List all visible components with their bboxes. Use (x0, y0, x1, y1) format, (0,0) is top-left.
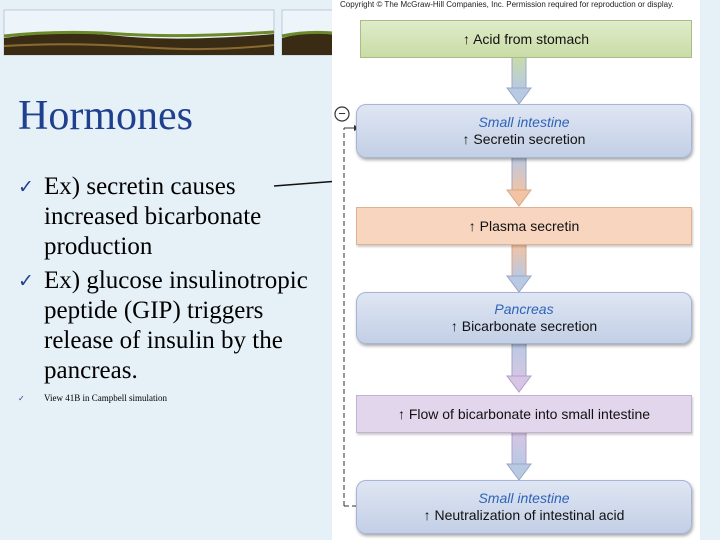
bullet-list: ✓ Ex) secretin causes increased bicarbon… (18, 172, 328, 408)
box-plasma-secretin: ↑ Plasma secretin (356, 207, 692, 245)
flow-arrows: − (334, 55, 532, 507)
box-label: ↑ Flow of bicarbonate into small intesti… (397, 405, 651, 422)
arrow-acid-to-intestine (506, 55, 532, 105)
box-label: ↑ Plasma secretin (468, 217, 580, 234)
copyright-notice: Copyright © The McGraw-Hill Companies, I… (340, 0, 674, 9)
arrow-flow-to-neutralization (506, 431, 532, 481)
bullet-text: View 41B in Campbell simulation (44, 393, 167, 403)
box-label: ↑ Bicarbonate secretion (450, 318, 598, 334)
organ-label: Small intestine (478, 490, 570, 506)
bullet-secretin: ✓ Ex) secretin causes increased bicarbon… (18, 172, 328, 262)
bullet-text: Ex) glucose insulinotropic peptide (GIP)… (44, 267, 308, 384)
bullet-gip: ✓ Ex) glucose insulinotropic peptide (GI… (18, 266, 328, 386)
banner-panel-left (3, 9, 275, 56)
inhibition-symbol: − (338, 106, 346, 121)
bullet-simulation-note: ✓ View 41B in Campbell simulation (18, 392, 328, 404)
arrow-plasma-to-pancreas (506, 243, 532, 293)
box-pancreas-bicarbonate: Pancreas ↑ Bicarbonate secretion (356, 292, 692, 344)
checkmark-bullet-icon: ✓ (18, 394, 25, 403)
secretin-pathway-figure: Copyright © The McGraw-Hill Companies, I… (332, 0, 700, 540)
box-label: ↑ Acid from stomach (462, 30, 590, 47)
arrow-pancreas-to-flow (506, 341, 532, 393)
box-label: ↑ Neutralization of intestinal acid (423, 507, 625, 523)
arrow-intestine-to-plasma (506, 155, 532, 207)
organ-label: Small intestine (478, 114, 570, 130)
box-bicarbonate-flow: ↑ Flow of bicarbonate into small intesti… (356, 395, 692, 433)
box-small-intestine-secretin: Small intestine ↑ Secretin secretion (356, 104, 692, 158)
slide-title: Hormones (18, 93, 193, 139)
bullet-text: Ex) secretin causes increased bicarbonat… (44, 173, 262, 260)
organ-label: Pancreas (494, 301, 554, 317)
box-label: ↑ Secretin secretion (462, 131, 586, 147)
box-small-intestine-neutralization: Small intestine ↑ Neutralization of inte… (356, 480, 692, 534)
box-acid-from-stomach: ↑ Acid from stomach (360, 20, 692, 58)
checkmark-bullet-icon: ✓ (18, 176, 34, 198)
checkmark-bullet-icon: ✓ (18, 270, 34, 292)
